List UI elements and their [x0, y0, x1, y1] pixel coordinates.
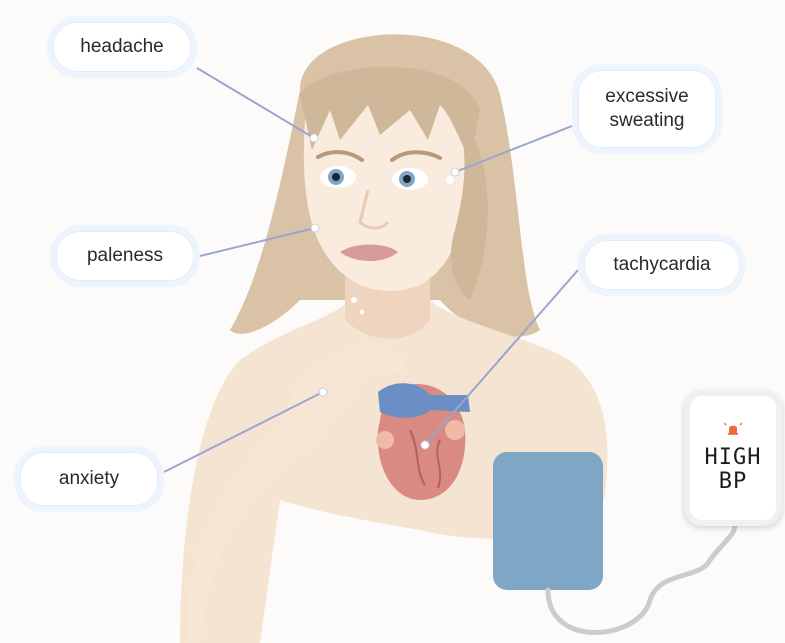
sweat-drop [360, 310, 365, 315]
label-headache: headache [47, 16, 197, 78]
monitor-line2: BP [719, 470, 748, 494]
label-anxiety: anxiety [14, 446, 164, 512]
label-headache-text: headache [80, 35, 163, 59]
label-tachycardia: tachycardia [578, 234, 746, 296]
label-paleness-text: paleness [87, 244, 163, 268]
bell-alarm-icon [724, 422, 742, 438]
label-sweating-line2: sweating [605, 109, 688, 133]
bell-alarm-icon-svg [724, 422, 742, 436]
monitor-line1: HIGH [705, 446, 762, 470]
label-excessive-sweating-text: excessive sweating [605, 85, 688, 133]
sweat-drop [446, 176, 454, 184]
label-tachycardia-text: tachycardia [613, 253, 710, 277]
label-anxiety-text: anxiety [59, 467, 119, 491]
label-sweating-line1: excessive [605, 85, 688, 109]
bp-monitor: HIGH BP [684, 390, 782, 526]
label-paleness: paleness [50, 225, 200, 287]
label-excessive-sweating: excessive sweating [572, 64, 722, 154]
sweat-drop [351, 297, 357, 303]
bp-cuff [493, 452, 603, 590]
